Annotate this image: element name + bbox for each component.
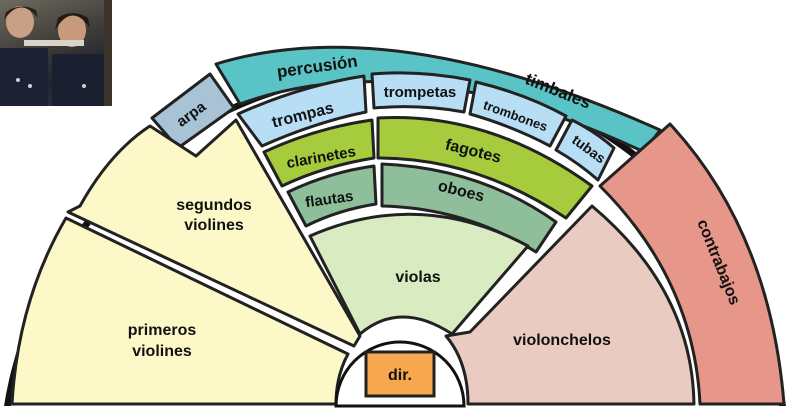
flautas-label: flautas [304, 188, 354, 212]
primeros-violines-section [10, 216, 350, 406]
violas-section [308, 212, 530, 336]
fagotes-box [376, 116, 594, 220]
trompetas-label: trompetas [384, 84, 457, 101]
trombones-box [468, 80, 568, 148]
clarinetes-box [262, 118, 376, 188]
violonchelos-section [444, 204, 696, 406]
oboes-box [380, 162, 558, 254]
orchestra-photo [0, 0, 112, 106]
trompetas-box [370, 71, 472, 114]
segundos-violines-section [66, 118, 362, 348]
tubas-box [554, 118, 616, 182]
primeros-violines-label-1: primeros [128, 322, 197, 339]
trompas-box [236, 74, 368, 148]
primeros-violines-label-2: violines [132, 343, 192, 360]
segundos-violines-label-2: violines [184, 217, 244, 234]
director-box [364, 350, 436, 398]
flautas-box [286, 164, 378, 228]
segundos-violines-label-1: segundos [176, 197, 252, 214]
violas-label: violas [395, 269, 440, 286]
violonchelos-label: violonchelos [513, 332, 611, 349]
contrabajos-section [598, 122, 786, 406]
director-label: dir. [388, 367, 412, 384]
